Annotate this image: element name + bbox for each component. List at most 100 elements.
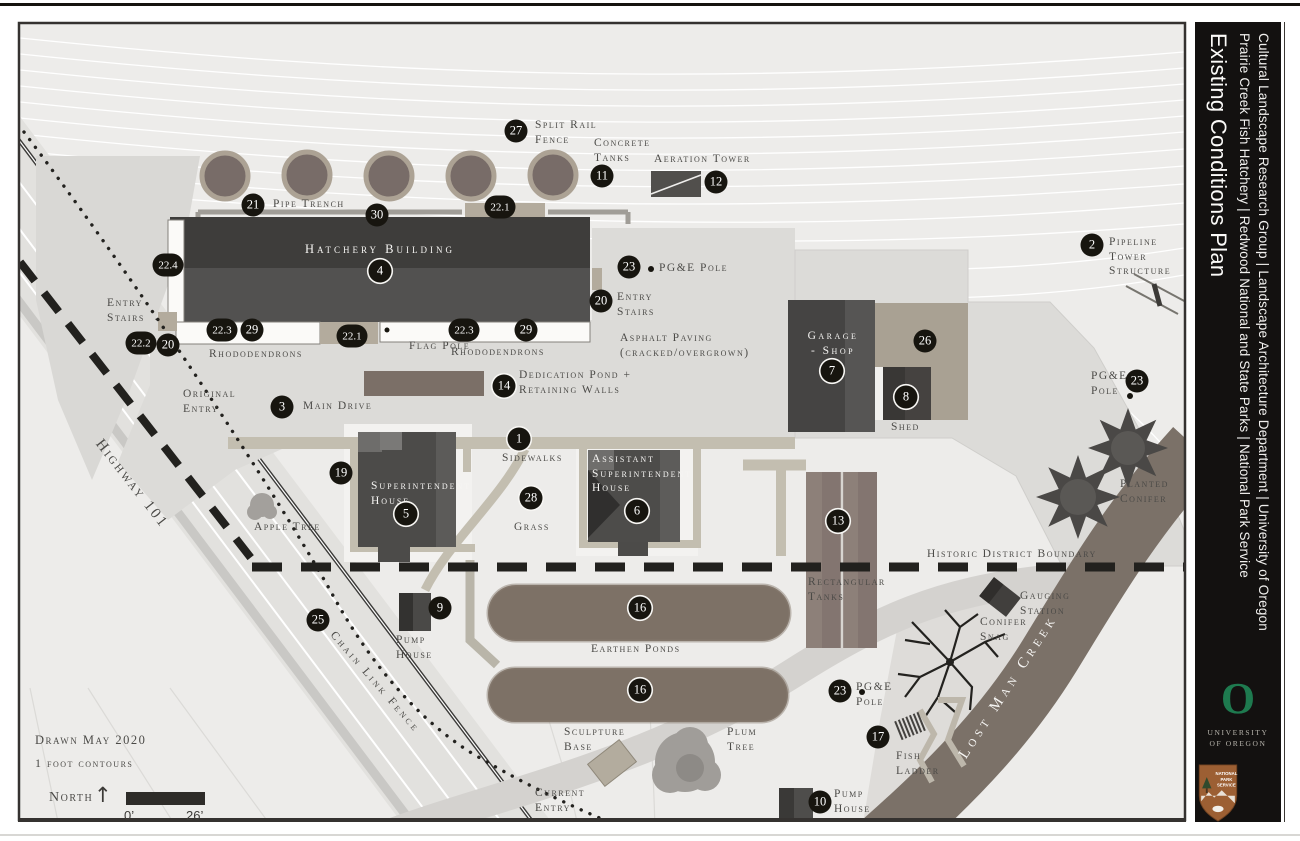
map-marker[interactable]: 14 <box>492 374 516 398</box>
map-marker[interactable]: 9 <box>428 596 452 620</box>
map-marker[interactable]: 22.4 <box>152 253 184 277</box>
map-label: Conifer Snag <box>980 616 1028 643</box>
map-marker[interactable]: 22.1 <box>336 324 368 348</box>
map-marker[interactable]: 22.3 <box>206 318 238 342</box>
nps-caption-line: NATIONAL <box>1215 771 1237 776</box>
map-marker[interactable]: 10 <box>808 790 832 814</box>
map-marker[interactable]: 23 <box>828 679 852 703</box>
map-marker[interactable]: 29 <box>514 318 538 342</box>
entry-stairs-west-pad <box>158 312 177 331</box>
map-label: Superintendent House <box>371 480 472 507</box>
pge-pole-dot <box>1127 393 1133 399</box>
map-label: Gauging Station <box>1020 590 1071 617</box>
map-marker[interactable]: 21 <box>241 193 265 217</box>
bottom-border-line <box>0 834 1300 836</box>
map-label: Shed <box>891 421 920 433</box>
map-label: Asphalt Paving (cracked/overgrown) <box>620 332 750 359</box>
marker-number: 8 <box>902 389 910 404</box>
map-label: Rectangular Tanks <box>808 576 886 603</box>
marker-number: 29 <box>519 322 533 337</box>
map-marker[interactable]: 22.3 <box>448 318 480 342</box>
map-label: Rhododendrons <box>451 346 545 358</box>
north-arrow-icon: ↑ <box>94 783 112 807</box>
map-marker[interactable]: 11 <box>590 164 614 188</box>
map-marker[interactable]: 20 <box>156 333 180 357</box>
pole-dots <box>384 266 1133 695</box>
map-marker[interactable]: 3 <box>270 395 294 419</box>
sculpture-base-icon <box>586 738 638 788</box>
marker-number: 25 <box>311 612 325 627</box>
map-label: PG&E Pole <box>856 681 893 708</box>
marker-number: 13 <box>831 513 845 528</box>
map-marker[interactable]: 4 <box>368 259 392 283</box>
concrete-tanks-row <box>199 149 579 202</box>
map-label: Plum Tree <box>727 726 758 753</box>
map-marker[interactable]: 20 <box>589 289 613 313</box>
marker-number: 22.3 <box>212 324 232 336</box>
top-border-line <box>0 3 1300 6</box>
map-marker[interactable]: 28 <box>519 486 543 510</box>
map-label: Assistant Superintendent House <box>592 453 693 495</box>
map-marker[interactable]: 30 <box>365 203 389 227</box>
map-marker[interactable]: 1 <box>507 427 531 451</box>
map-label: Apple Tree <box>254 521 321 533</box>
marker-number: 21 <box>246 197 260 212</box>
map-marker[interactable]: 16 <box>628 678 652 702</box>
map-label: 1 foot contours <box>35 756 134 770</box>
map-marker[interactable]: 7 <box>820 359 844 383</box>
marker-number: 16 <box>633 600 647 615</box>
map-marker[interactable]: 19 <box>329 461 353 485</box>
marker-number: 3 <box>278 399 286 414</box>
map-marker[interactable]: 23 <box>1125 369 1149 393</box>
plan-subtitle-2: Cultural Landscape Research Group | Land… <box>1256 33 1271 631</box>
map-marker[interactable]: 25 <box>306 608 330 632</box>
map-marker[interactable]: 29 <box>240 318 264 342</box>
marker-number: 22.2 <box>131 337 151 349</box>
marker-number: 7 <box>828 363 836 378</box>
marker-number: 23 <box>833 683 847 698</box>
map-marker[interactable]: 2 <box>1080 233 1104 257</box>
map-marker[interactable]: 26 <box>913 329 937 353</box>
entry-stairs-east-pad <box>592 268 602 290</box>
map-label: Hatchery Building <box>305 242 455 256</box>
marker-number: 20 <box>161 337 175 352</box>
map-marker[interactable]: 12 <box>704 170 728 194</box>
marker-number: 14 <box>497 378 511 393</box>
plan-title: Existing Conditions Plan <box>1206 33 1231 278</box>
map-marker[interactable]: 23 <box>617 255 641 279</box>
map-marker[interactable]: 6 <box>625 499 649 523</box>
map-label: Split Rail Fence <box>535 119 598 146</box>
map-marker[interactable]: 27 <box>504 119 528 143</box>
scale-label-zero: 0’ <box>124 808 135 823</box>
university-of-oregon-logo: O UNIVERSITY OF OREGON <box>1195 677 1281 750</box>
marker-number: 27 <box>509 123 523 138</box>
map-label: Garage - Shop <box>807 330 859 357</box>
marker-number: 30 <box>370 207 384 222</box>
map-marker[interactable]: 16 <box>628 596 652 620</box>
map-label: Sculpture Base <box>564 726 626 753</box>
map-marker[interactable]: 5 <box>394 502 418 526</box>
superintendent-house <box>358 432 456 562</box>
map-marker[interactable]: 22.2 <box>125 331 157 355</box>
marker-number: 2 <box>1088 237 1096 252</box>
aeration-tower-icon <box>650 171 702 197</box>
map-label: Current Entry <box>535 787 586 814</box>
marker-number: 9 <box>436 600 444 615</box>
uo-o-icon: O <box>1220 674 1256 723</box>
map-label: Pipeline Tower Structure <box>1109 236 1172 278</box>
marker-number: 22.1 <box>342 330 362 342</box>
marker-number: 12 <box>709 174 723 189</box>
marker-number: 22.3 <box>454 324 474 336</box>
map-label: Pump House <box>834 788 871 815</box>
map-marker[interactable]: 22.1 <box>484 195 516 219</box>
map-marker[interactable]: 17 <box>866 725 890 749</box>
marker-number: 22.1 <box>490 201 510 213</box>
marker-number: 22.4 <box>158 259 178 271</box>
marker-number: 26 <box>918 333 932 348</box>
map-label: Entry Stairs <box>617 291 655 318</box>
map-marker[interactable]: 8 <box>894 385 918 409</box>
pge-pole-dot <box>648 266 654 272</box>
rhododendron-bed-east <box>379 321 591 343</box>
map-marker[interactable]: 13 <box>826 509 850 533</box>
rectangular-tanks <box>806 472 877 648</box>
